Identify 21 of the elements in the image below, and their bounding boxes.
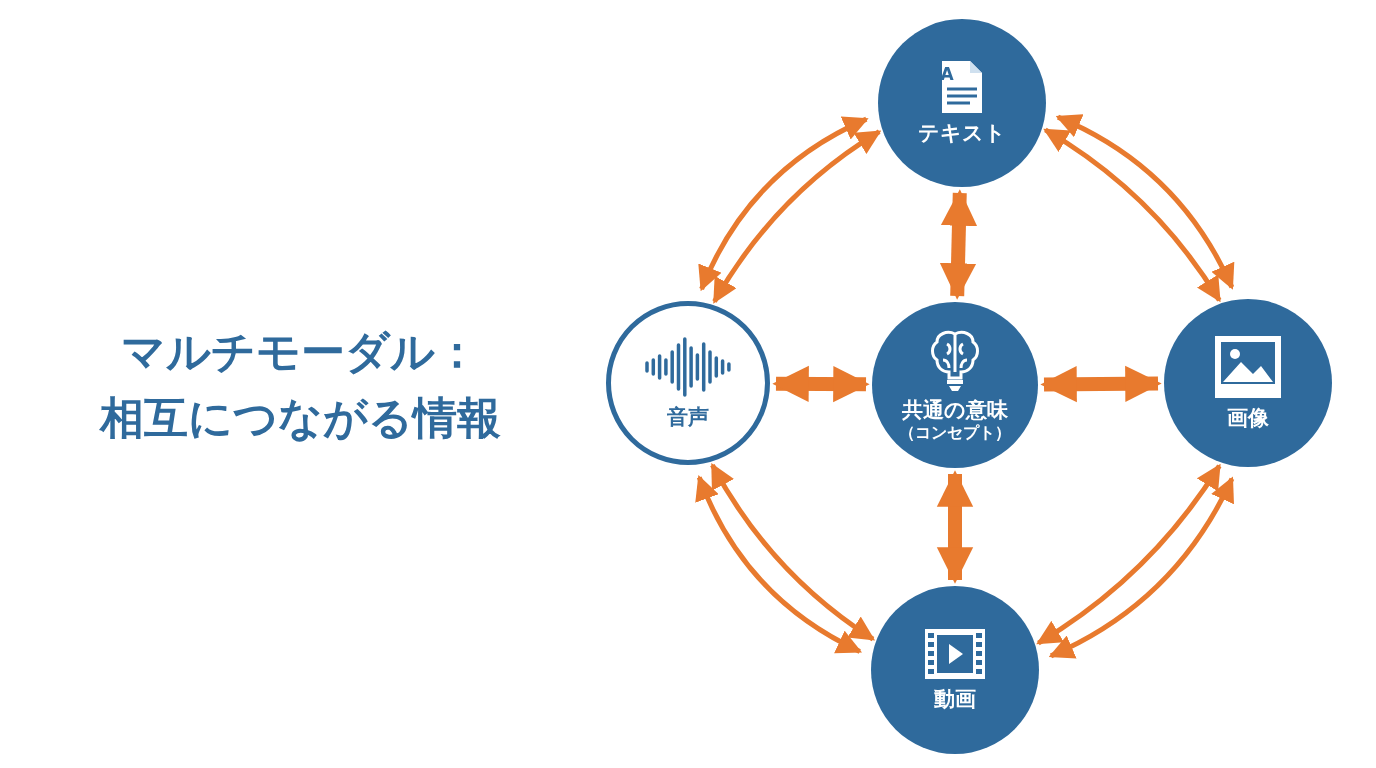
node-subtitle: （コンセプト） — [899, 423, 1011, 443]
title-text: マルチモーダル： — [121, 324, 479, 379]
double-arrow — [1036, 463, 1222, 646]
double-arrow — [1043, 127, 1222, 303]
double-arrow — [1040, 365, 1162, 403]
node-label: 音声 — [667, 405, 709, 431]
double-arrow — [699, 116, 869, 292]
node-label: 画像 — [1227, 406, 1269, 432]
node-label: 動画 — [934, 687, 976, 713]
double-arrow — [939, 189, 978, 300]
node-label: 共通の意味 — [902, 397, 1008, 423]
double-arrow — [1048, 476, 1235, 659]
double-arrow — [712, 129, 882, 304]
icon-letter: A — [940, 64, 954, 84]
double-arrow — [1055, 114, 1235, 290]
double-arrow — [710, 462, 876, 642]
title-text: 相互につながる情報 — [99, 390, 501, 445]
double-arrow — [696, 475, 862, 654]
double-arrow — [936, 470, 974, 584]
node-label: テキスト — [918, 121, 1006, 147]
double-arrow — [772, 365, 870, 403]
